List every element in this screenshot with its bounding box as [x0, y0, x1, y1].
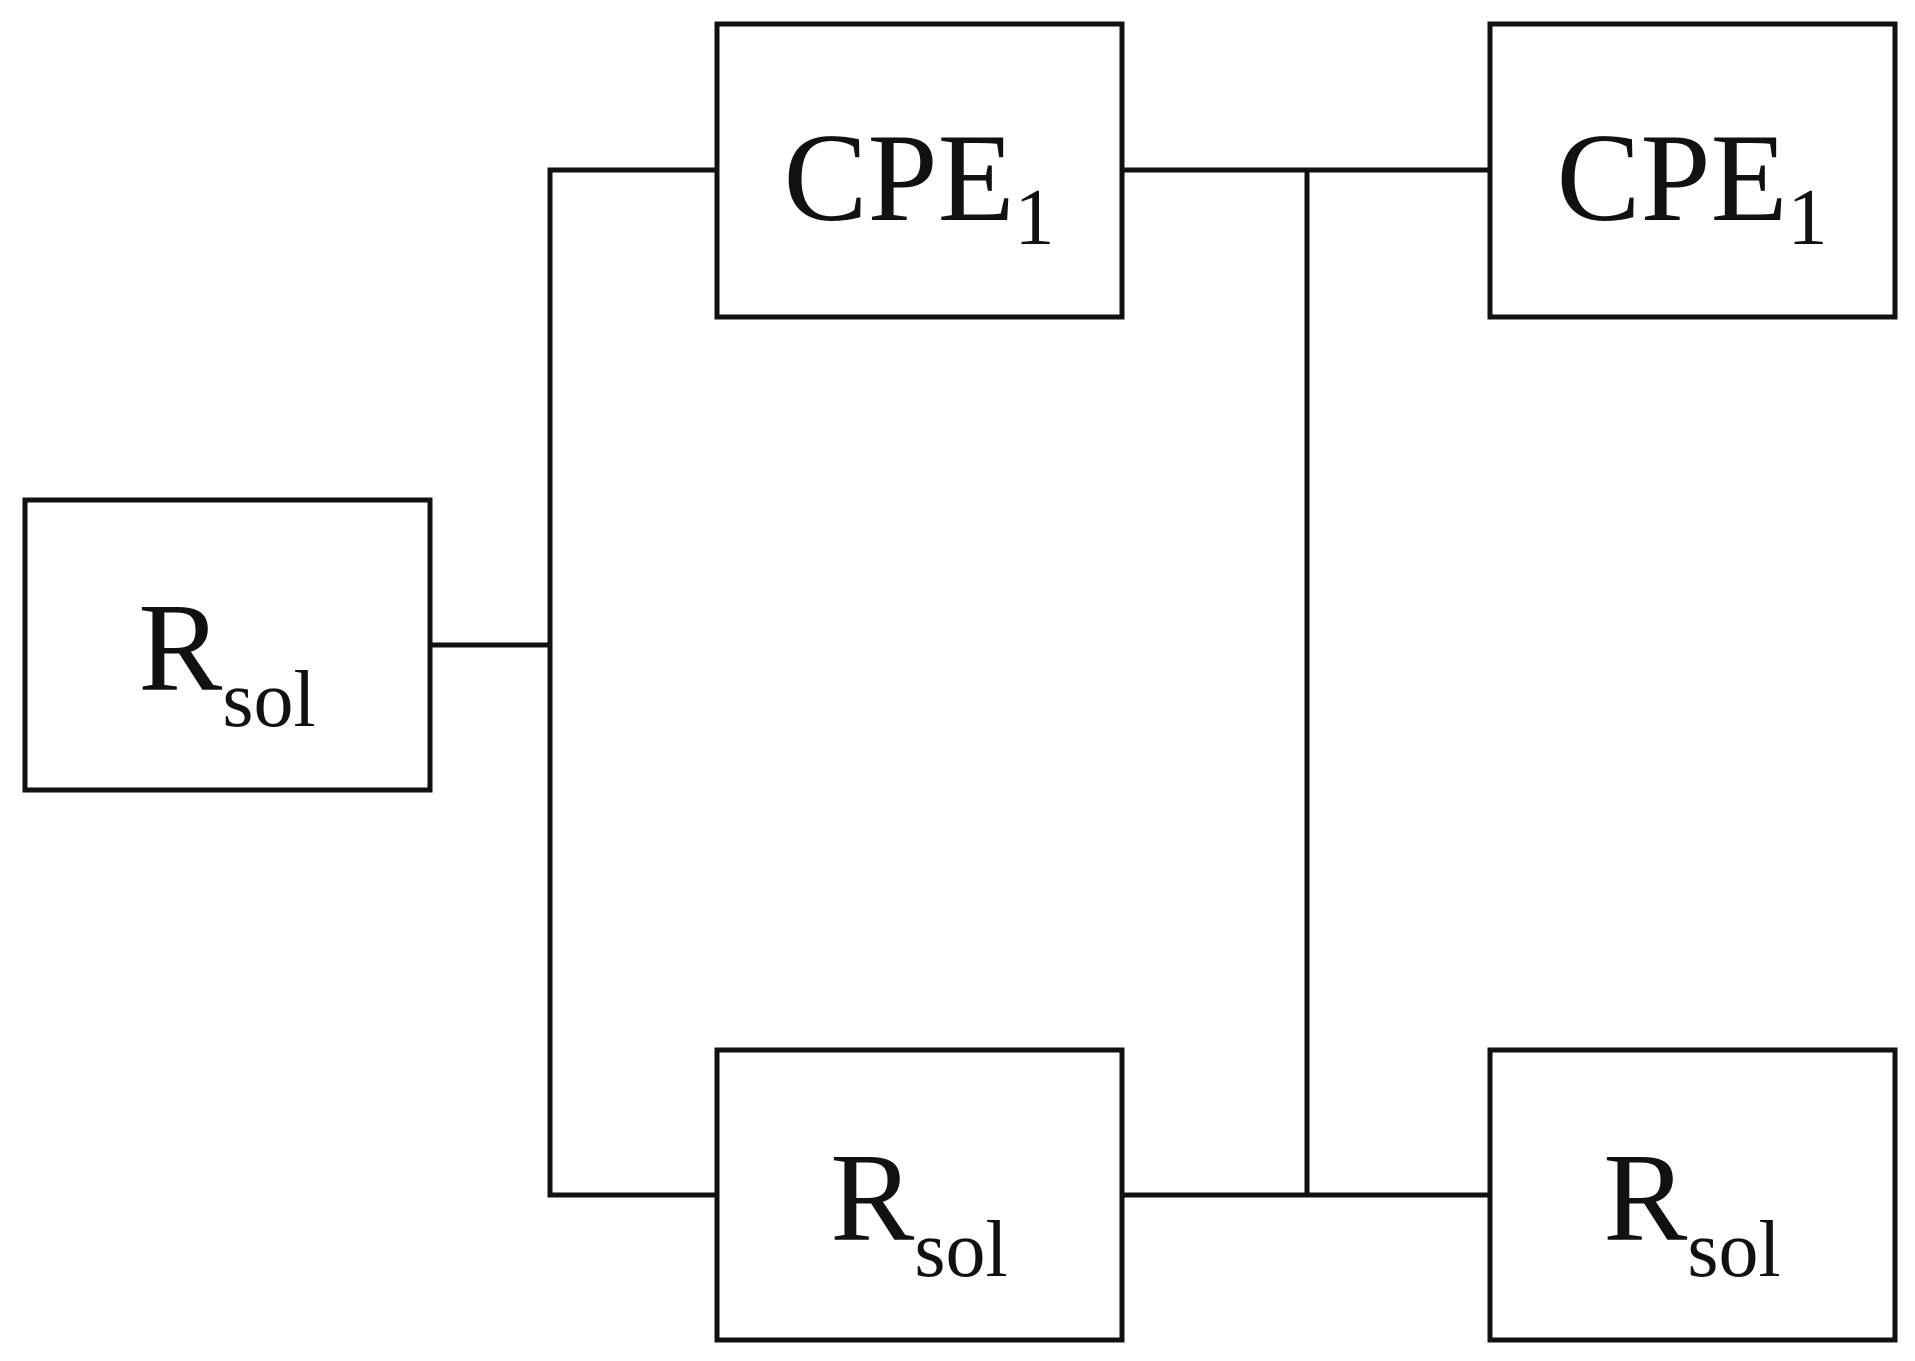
resistor-bottom-2-box	[1487, 1047, 1898, 1343]
resistor-left-main: R	[138, 579, 222, 718]
cpe-top-1-box	[714, 21, 1125, 320]
resistor-left-box	[22, 497, 433, 793]
cpe-top-2-label: CPE1	[1556, 109, 1827, 262]
cpe-top-2: CPE1	[1487, 21, 1898, 320]
cpe-top-2-sub: 1	[1788, 174, 1828, 262]
resistor-bottom-1-label: Rsol	[830, 1129, 1007, 1294]
cpe-top-2-box	[1487, 21, 1898, 320]
resistor-bottom-1: Rsol	[714, 1047, 1125, 1343]
resistor-bottom-1-box	[714, 1047, 1125, 1343]
resistor-bottom-1-sub: sol	[914, 1206, 1007, 1294]
resistor-left-sub: sol	[222, 656, 315, 744]
cpe-top-1: CPE1	[714, 21, 1125, 320]
resistor-bottom-2-label: Rsol	[1603, 1129, 1780, 1294]
cpe-top-1-main: CPE	[783, 109, 1014, 248]
resistor-bottom-1-main: R	[830, 1129, 914, 1268]
resistor-bottom-2-sub: sol	[1687, 1206, 1780, 1294]
resistor-bottom-2-main: R	[1603, 1129, 1687, 1268]
wires	[429, 167, 1493, 1198]
resistor-left-label: Rsol	[138, 579, 315, 744]
cpe-top-1-label: CPE1	[783, 109, 1054, 262]
cpe-top-2-main: CPE	[1556, 109, 1787, 248]
resistor-bottom-2: Rsol	[1487, 1047, 1898, 1343]
cpe-top-1-sub: 1	[1015, 174, 1055, 262]
resistor-left: Rsol	[22, 497, 433, 793]
